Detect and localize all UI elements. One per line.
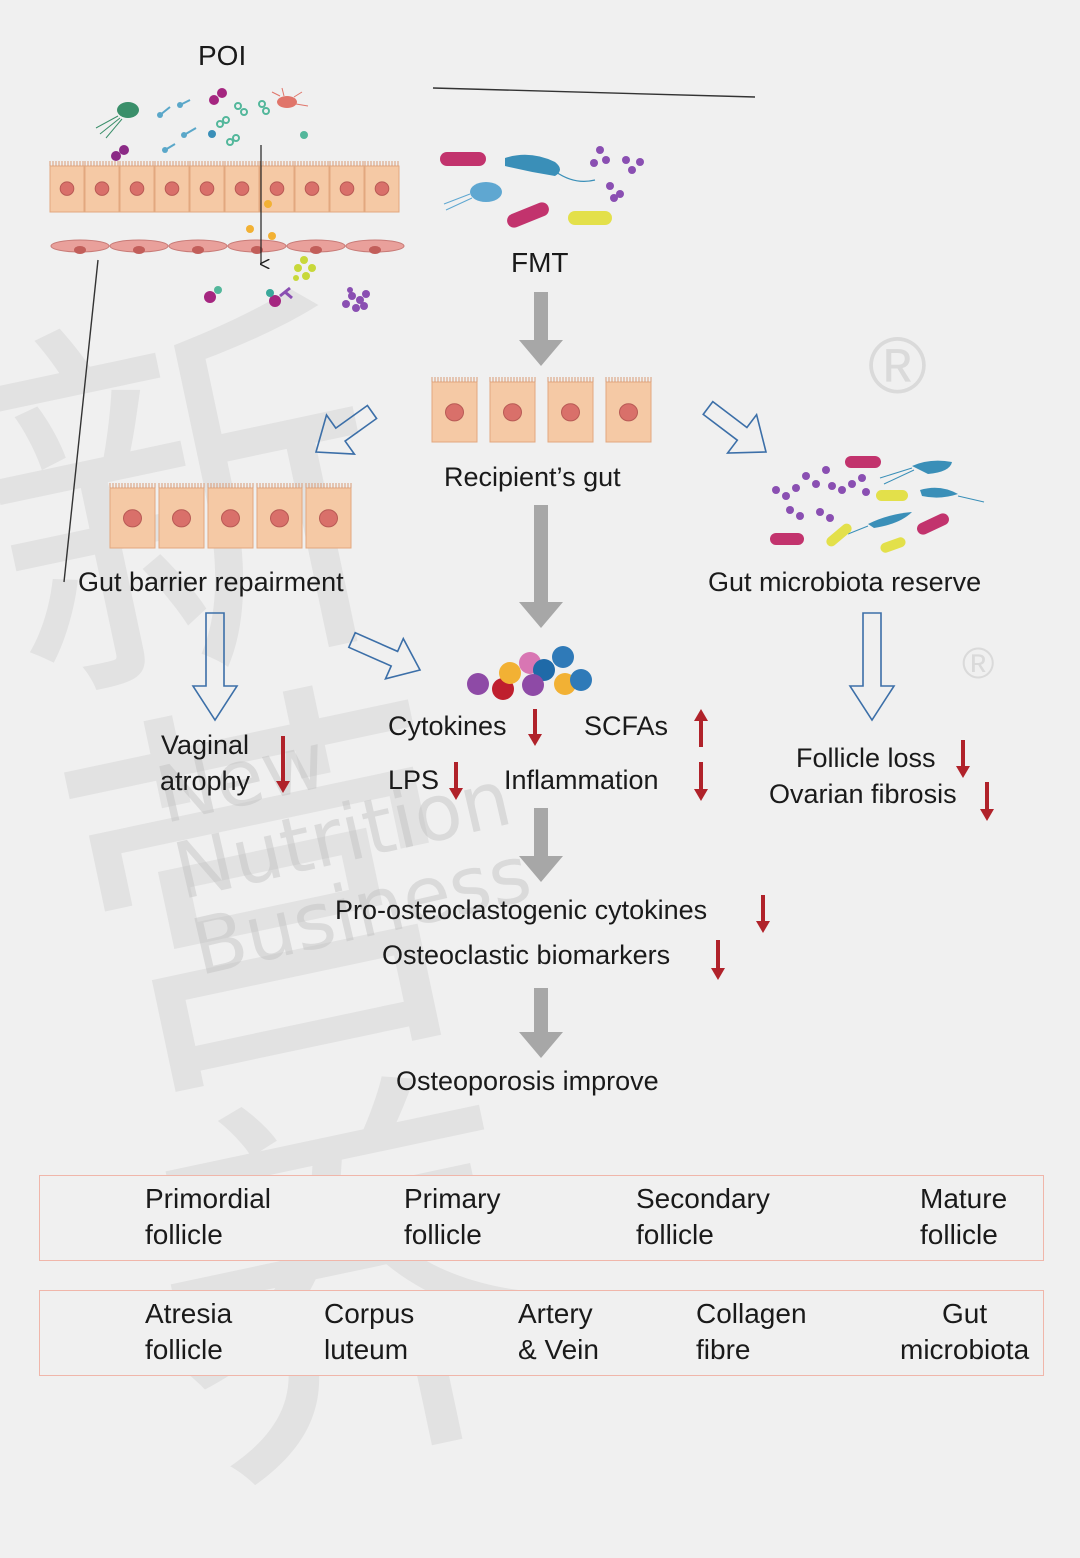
- legend-primordial-label: Primordial follicle: [145, 1183, 272, 1250]
- decrease-arrow-icon: [449, 762, 463, 800]
- epithelial-cell: [119, 161, 155, 213]
- epithelial-cell: [364, 161, 400, 213]
- epithelial-cell: [84, 161, 120, 213]
- outline-flow-arrow: [314, 404, 378, 455]
- red-indicator-arrows: [276, 709, 994, 980]
- decrease-arrow-icon: [528, 709, 542, 746]
- epithelial-cell: [158, 483, 205, 549]
- legend-corpus-luteum-label: Corpus luteum: [324, 1298, 415, 1365]
- legend-secondary-label: Secondary follicle: [636, 1183, 770, 1250]
- increase-arrow-icon: [694, 709, 708, 747]
- epithelial-cell: [49, 161, 85, 213]
- epithelial-cell: [431, 377, 478, 443]
- osteoporosis-label: Osteoporosis improve: [396, 1066, 659, 1096]
- epithelial-cell: [154, 161, 190, 213]
- decrease-arrow-icon: [956, 740, 970, 778]
- lps-label: LPS: [388, 765, 440, 795]
- recipient-gut-epithelium: [431, 377, 652, 443]
- poi-microbes-icon: [95, 87, 309, 161]
- outline-flow-arrow: [191, 612, 239, 722]
- legend-mature-label: Mature follicle: [920, 1183, 1008, 1250]
- gray-flow-arrow: [519, 292, 563, 366]
- leader-line-top: [432, 87, 756, 98]
- gray-flow-arrow: [519, 505, 563, 628]
- leaked-particles-icon: [204, 200, 370, 312]
- inflammation-label: Inflammation: [504, 765, 659, 795]
- scfas-label: SCFAs: [584, 711, 669, 741]
- epithelial-cell: [256, 483, 303, 549]
- cytokine-ball: [467, 673, 489, 695]
- epithelial-cell: [305, 483, 352, 549]
- cytokine-balls: [467, 646, 592, 700]
- fmt-arrow: [519, 292, 563, 1058]
- outline-flow-arrow: [702, 400, 768, 454]
- outline-flow-arrow: [347, 631, 422, 680]
- cytokine-ball: [499, 662, 521, 684]
- legend-primary-label: Primary follicle: [404, 1183, 501, 1250]
- pro-osteoclastogenic-label: Pro-osteoclastogenic cytokines: [335, 895, 708, 925]
- legend-collagen-label: Collagen fibre: [696, 1298, 807, 1365]
- epithelial-cell: [329, 161, 365, 213]
- epithelial-cell: [605, 377, 652, 443]
- fmt-microbes-icon: [440, 146, 644, 228]
- follicle-loss-label: Follicle loss: [796, 743, 936, 773]
- decrease-arrow-icon: [694, 762, 708, 801]
- decrease-arrow-icon: [980, 782, 994, 821]
- decrease-arrow-icon: [711, 940, 725, 980]
- outline-flow-arrow: [848, 612, 896, 722]
- epithelial-cell: [224, 161, 260, 213]
- poi-label: POI: [198, 40, 247, 71]
- legend-atresia-label: Atresia follicle: [145, 1298, 233, 1365]
- leader-line-left: [63, 259, 99, 583]
- legend-follicles: [39, 1175, 1044, 1261]
- legend-artery-vein-label: Artery & Vein: [518, 1298, 599, 1365]
- gray-flow-arrow: [519, 988, 563, 1058]
- legend-structures: [39, 1290, 1044, 1376]
- gut-barrier-label: Gut barrier repairment: [78, 567, 344, 597]
- cytokine-ball: [522, 674, 544, 696]
- epithelial-cell: [207, 483, 254, 549]
- cytokine-ball: [552, 646, 574, 668]
- recipient-gut-label: Recipient’s gut: [444, 462, 621, 492]
- epithelial-cell: [189, 161, 225, 213]
- gray-flow-arrow: [519, 808, 563, 882]
- ovarian-fibrosis-label: Ovarian fibrosis: [769, 779, 957, 809]
- microbiota-reserve-label: Gut microbiota reserve: [708, 567, 982, 597]
- cytokines-label: Cytokines: [388, 711, 507, 741]
- epithelial-cell: [109, 483, 156, 549]
- vaginal-atrophy-label: Vaginal atrophy: [160, 730, 251, 796]
- legend-microbiota-label: Gut microbiota: [900, 1298, 1030, 1365]
- gut-barrier-epithelium: [109, 483, 352, 549]
- outline-arrows: [191, 400, 896, 722]
- decrease-arrow-icon: [276, 736, 290, 793]
- reserve-microbes-icon: [770, 456, 985, 553]
- osteoclastic-biomarkers-label: Osteoclastic biomarkers: [382, 940, 671, 970]
- cytokine-ball: [570, 669, 592, 691]
- epithelial-cell: [294, 161, 330, 213]
- poi-epithelium: [49, 161, 400, 213]
- poi-capillary: [50, 239, 405, 254]
- decrease-arrow-icon: [756, 895, 770, 933]
- epithelial-cell: [489, 377, 536, 443]
- epithelial-cell: [547, 377, 594, 443]
- fmt-label: FMT: [511, 247, 569, 278]
